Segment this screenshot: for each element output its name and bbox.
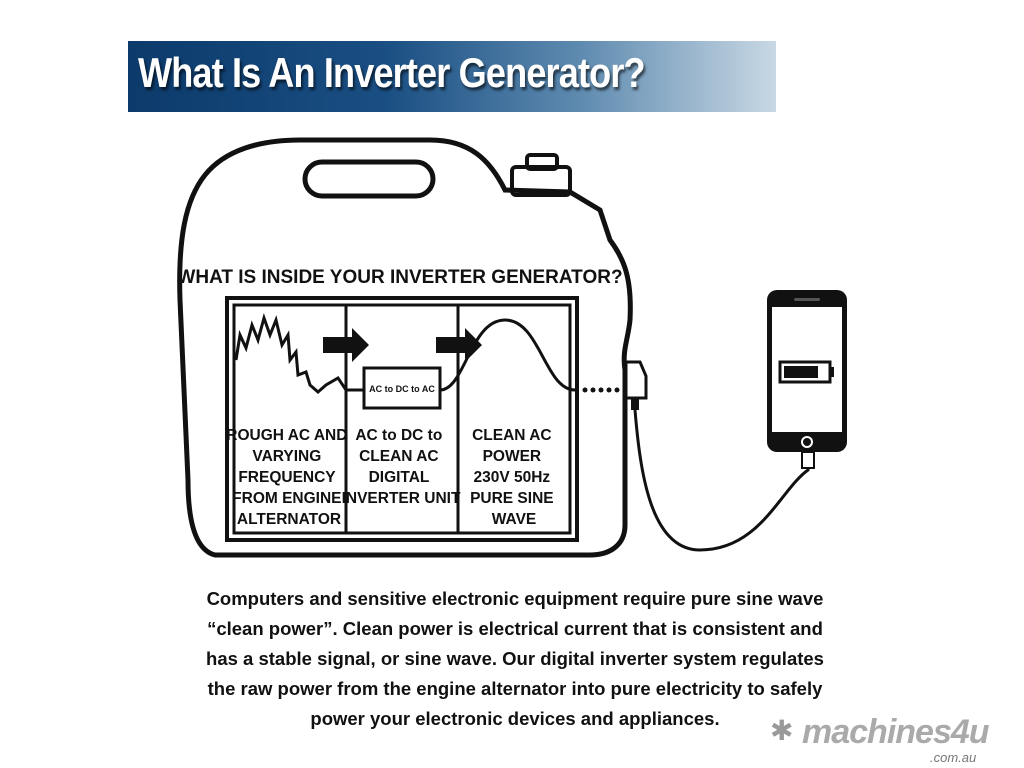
- description-line: Computers and sensitive electronic equip…: [206, 588, 824, 609]
- plug-icon: [624, 360, 648, 400]
- rough-wave: [234, 312, 364, 394]
- title-banner: What Is An Inverter Generator?: [128, 41, 776, 112]
- converter-box: [362, 366, 442, 410]
- description-line: power your electronic devices and applia…: [310, 708, 720, 729]
- phone-connector: [801, 451, 815, 469]
- battery-icon: [778, 360, 834, 384]
- generator-outline: [177, 137, 633, 558]
- cable: [633, 409, 810, 552]
- description: Computers and sensitive electronic equip…: [150, 584, 880, 734]
- phone-icon: [767, 290, 847, 452]
- logo-name: machines4u: [802, 713, 990, 751]
- logo-domain: .com.au: [930, 750, 977, 765]
- description-line: has a stable signal, or sine wave. Our d…: [206, 648, 824, 669]
- handle: [302, 159, 436, 199]
- plug-pin: [631, 398, 639, 410]
- asterisk-logo-icon: ✱: [770, 715, 794, 746]
- diagram-heading: WHAT IS INSIDE YOUR INVERTER GENERATOR?: [177, 267, 622, 288]
- cell-text-alternator: ROUGH AC AND VARYING FREQUENCY FROM ENGI…: [226, 427, 351, 528]
- fuel-cap-top: [525, 153, 559, 171]
- inner-box: [225, 296, 579, 542]
- description-line: the raw power from the engine alternator…: [207, 678, 823, 699]
- inner-box-border: [232, 303, 572, 535]
- sine-wave: [439, 318, 576, 392]
- description-line: “clean power”. Clean power is electrical…: [207, 618, 823, 639]
- page-title: What Is An Inverter Generator?: [138, 49, 646, 96]
- arrow-icon: [323, 328, 369, 362]
- cell-text-inverter: AC to DC to CLEAN AC DIGITAL INVERTER UN…: [342, 427, 461, 507]
- dotted-connection: [582, 387, 620, 393]
- converter-label: AC to DC to AC: [369, 384, 435, 394]
- cell-text-clean-ac: CLEAN AC POWER 230V 50Hz PURE SINE WAVE: [470, 427, 558, 528]
- machines4u-logo: ✱ machines4u .com.au: [770, 714, 1020, 768]
